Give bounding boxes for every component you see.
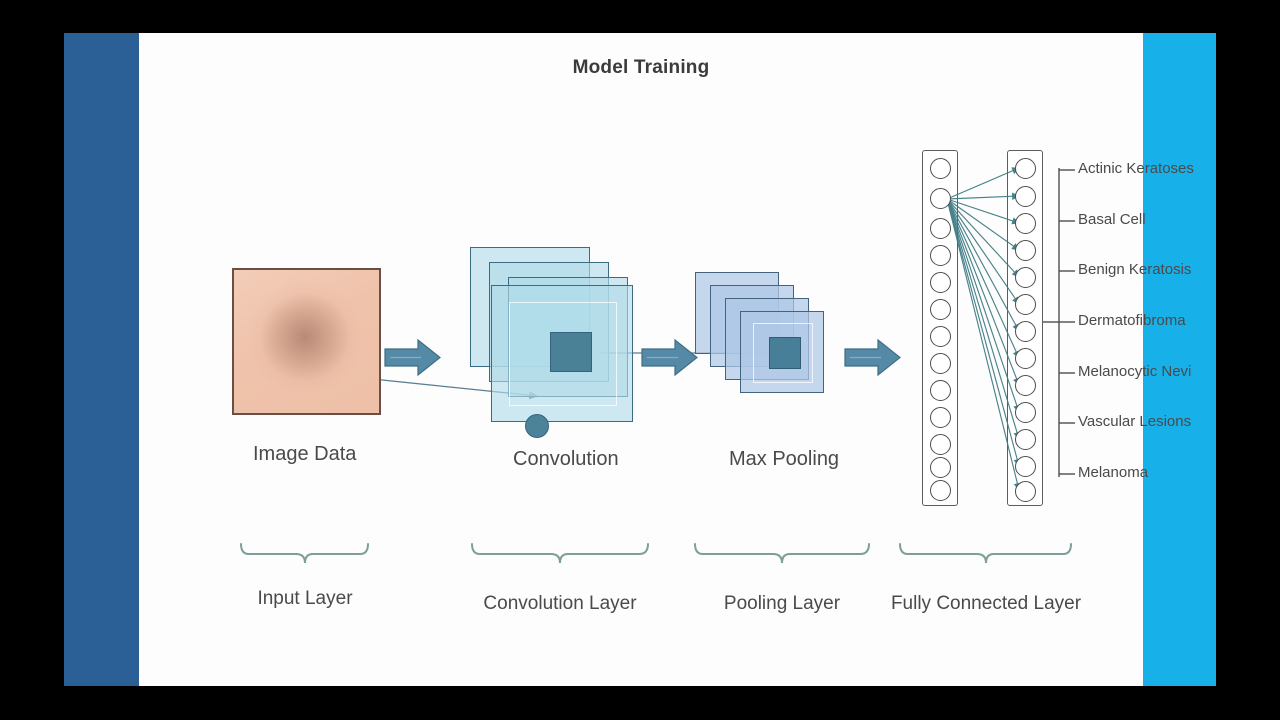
layer-label-convolution-layer: Convolution Layer [483,593,637,614]
node [1015,186,1036,207]
flow-arrow-3 [844,338,901,377]
node [1015,456,1036,477]
node [930,434,951,455]
node [930,407,951,428]
node [1015,348,1036,369]
input-image-thumbnail [232,268,381,415]
node [930,158,951,179]
class-label-benign-keratosis: Benign Keratosis [1078,261,1192,278]
node [930,272,951,293]
stage-label-convolution: Convolution [513,448,619,470]
node [930,457,951,478]
layer-label-input-layer: Input Layer [257,588,353,609]
layer-label-fully-connected-layer: Fully Connected Layer [890,593,1082,614]
node [1015,294,1036,315]
node [1015,321,1036,342]
stage-label-max-pooling: Max Pooling [729,448,840,470]
node [930,380,951,401]
node [930,218,951,239]
node [930,188,951,209]
slide-accent-bar-left [64,33,139,686]
class-bracket [1043,168,1075,477]
slide-accent-bar-right [1143,33,1216,686]
pooling-kernel [769,337,801,369]
flow-arrow-1 [384,338,441,377]
class-label-actinic-keratoses: Actinic Keratoses [1078,160,1194,177]
class-label-basal-cell: Basal Cell [1078,211,1146,228]
node [930,326,951,347]
fc-edges-layer [946,167,1075,492]
class-label-melanoma: Melanoma [1078,464,1149,481]
slide: Model Training [64,33,1216,686]
node [1015,375,1036,396]
node [930,245,951,266]
node [1015,267,1036,288]
stage-label-image-data: Image Data [253,443,357,465]
class-label-dermatofibroma: Dermatofibroma [1078,312,1186,329]
node [1015,158,1036,179]
node [930,299,951,320]
convolution-receptive-dot [525,414,549,438]
node [1015,213,1036,234]
layer-braces [240,543,1072,564]
class-label-melanocytic-nevi: Melanocytic Nevi [1078,363,1192,380]
node [930,480,951,501]
node [930,353,951,374]
layer-label-pooling-layer: Pooling Layer [723,593,841,614]
convolution-kernel [550,332,592,372]
slide-canvas: Model Training [139,33,1194,686]
node [1015,481,1036,502]
node [1015,240,1036,261]
node [1015,402,1036,423]
class-label-vascular-lesions: Vascular Lesions [1078,413,1192,430]
flow-arrow-2 [641,338,698,377]
node [1015,429,1036,450]
page-title: Model Training [572,57,710,78]
